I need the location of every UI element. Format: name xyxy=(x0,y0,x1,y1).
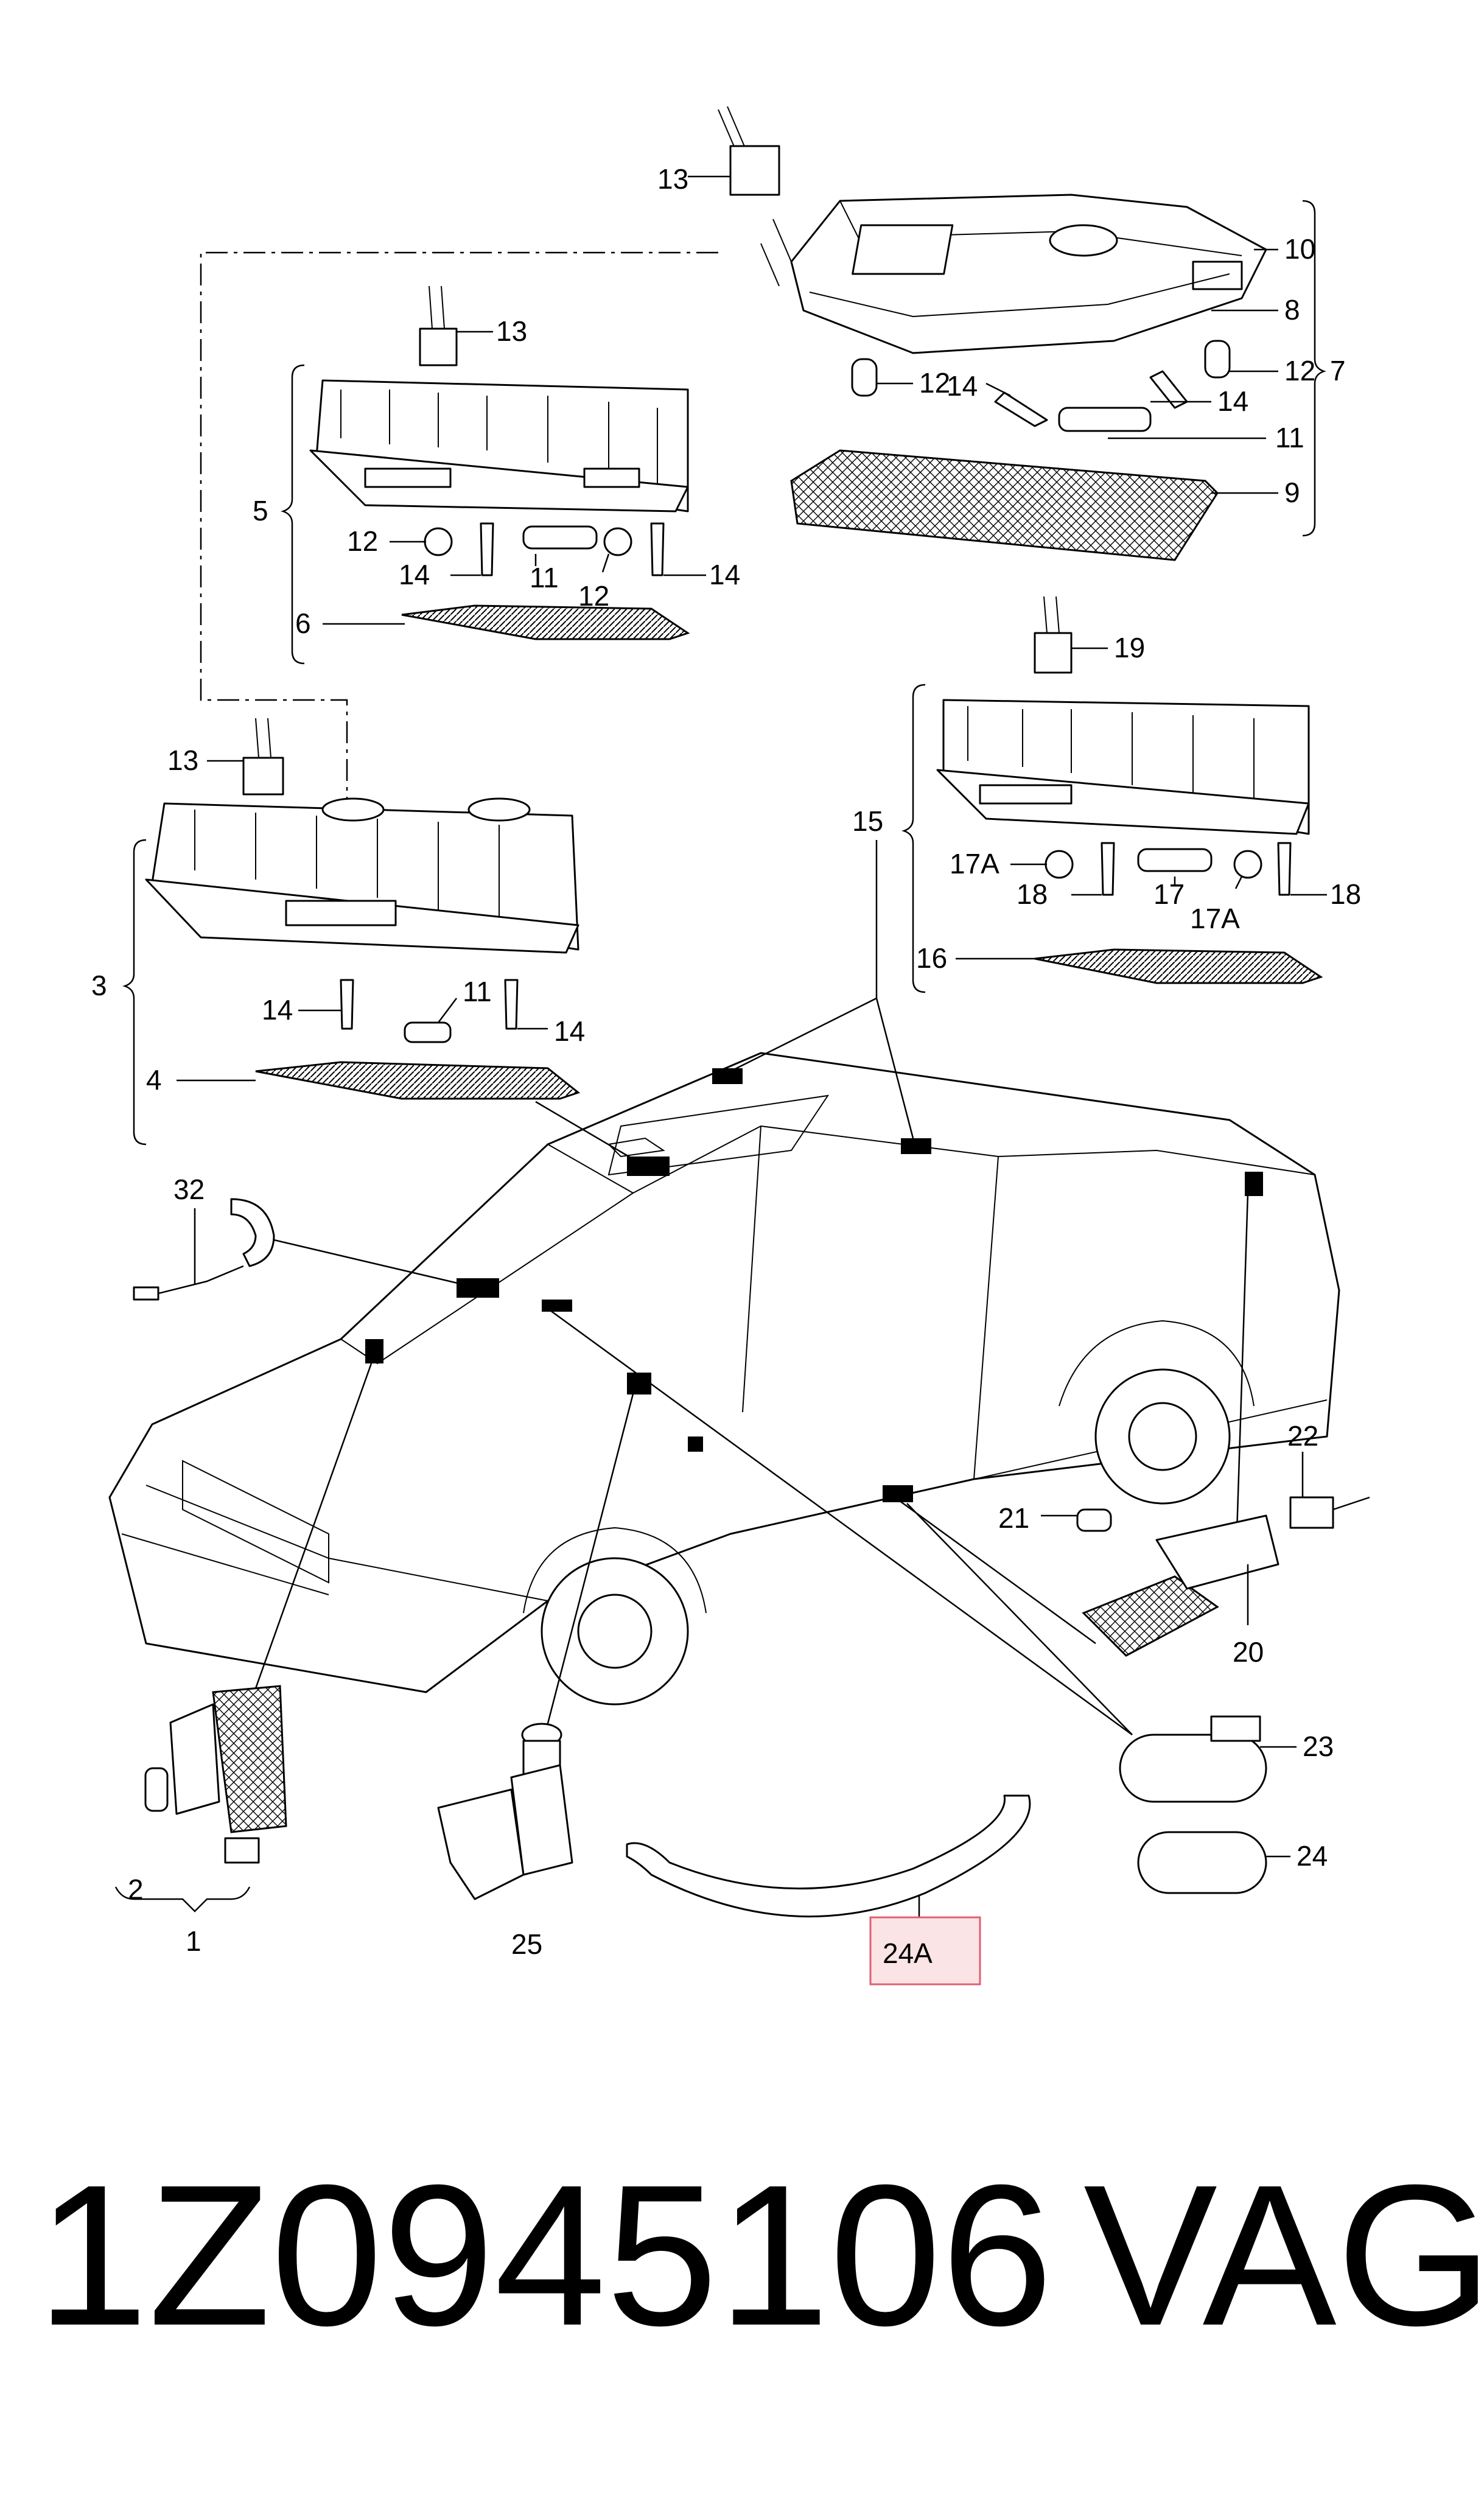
callout-17: 17 xyxy=(1153,878,1185,910)
light-assembly-7 xyxy=(718,106,1267,561)
callout-24a: 24A xyxy=(883,1937,933,1969)
callout-12: 12 xyxy=(1284,355,1315,387)
callout-7: 7 xyxy=(1330,355,1346,387)
light-assembly-15 xyxy=(936,596,1323,984)
callout-17a: 17A xyxy=(950,848,999,880)
callout-14: 14 xyxy=(947,370,978,402)
callout-18: 18 xyxy=(1017,878,1048,910)
car-illustration xyxy=(108,1052,1340,1706)
callout-2: 2 xyxy=(128,1874,144,1905)
callout-11: 11 xyxy=(463,976,492,1007)
callout-14: 14 xyxy=(399,559,430,590)
callout-1: 1 xyxy=(186,1925,201,1957)
callout-14: 14 xyxy=(262,994,293,1026)
callout-20: 20 xyxy=(1233,1636,1264,1668)
callout-5: 5 xyxy=(253,495,268,527)
brand-label: VAG xyxy=(1083,2143,1484,2367)
part-24A-strip xyxy=(626,1794,1031,1986)
part-23-24-lamps xyxy=(1119,1715,1297,1894)
leaders-car xyxy=(242,840,1249,1748)
callout-32: 32 xyxy=(173,1174,205,1205)
highlight-box-24A xyxy=(869,1916,981,1986)
callout-14: 14 xyxy=(554,1015,585,1047)
callout-12: 12 xyxy=(919,367,950,399)
callout-14: 14 xyxy=(709,559,740,590)
callout-13: 13 xyxy=(657,163,688,195)
part-20-lamp xyxy=(1041,1452,1370,1657)
callout-16: 16 xyxy=(916,942,947,974)
part-number-label: 1Z0945106 xyxy=(37,2143,1053,2367)
callout-22: 22 xyxy=(1287,1420,1318,1452)
callout-12: 12 xyxy=(347,525,378,557)
light-assembly-3 xyxy=(145,718,581,1100)
callout-13: 13 xyxy=(167,744,198,776)
callout-8: 8 xyxy=(1284,294,1300,326)
callout-12: 12 xyxy=(578,580,609,612)
leaders-assembly-5 xyxy=(323,331,706,625)
part-1-2-lamp xyxy=(114,1685,287,1912)
leaders-assembly-3 xyxy=(177,760,548,1082)
callout-23: 23 xyxy=(1303,1730,1334,1762)
callout-15: 15 xyxy=(852,805,883,837)
callout-18: 18 xyxy=(1330,878,1361,910)
callout-25: 25 xyxy=(511,1928,542,1960)
callout-10: 10 xyxy=(1284,233,1315,265)
callout-24: 24 xyxy=(1297,1840,1328,1872)
callout-9: 9 xyxy=(1284,477,1300,508)
callout-14: 14 xyxy=(1217,385,1248,417)
callout-11: 11 xyxy=(1275,422,1304,453)
callout-4: 4 xyxy=(146,1064,162,1096)
light-assembly-5 xyxy=(309,285,690,640)
leaders-top-right xyxy=(688,175,1278,494)
part-32-cable xyxy=(133,1198,275,1301)
callout-11: 11 xyxy=(530,562,559,593)
callout-21: 21 xyxy=(998,1502,1029,1534)
callout-19: 19 xyxy=(1114,632,1145,663)
part-25-switch xyxy=(437,1723,573,1900)
callout-17a: 17A xyxy=(1190,903,1240,934)
callout-3: 3 xyxy=(91,970,107,1001)
leaders-assembly-15 xyxy=(956,647,1327,960)
callout-6: 6 xyxy=(295,607,311,639)
callout-13: 13 xyxy=(496,315,527,347)
